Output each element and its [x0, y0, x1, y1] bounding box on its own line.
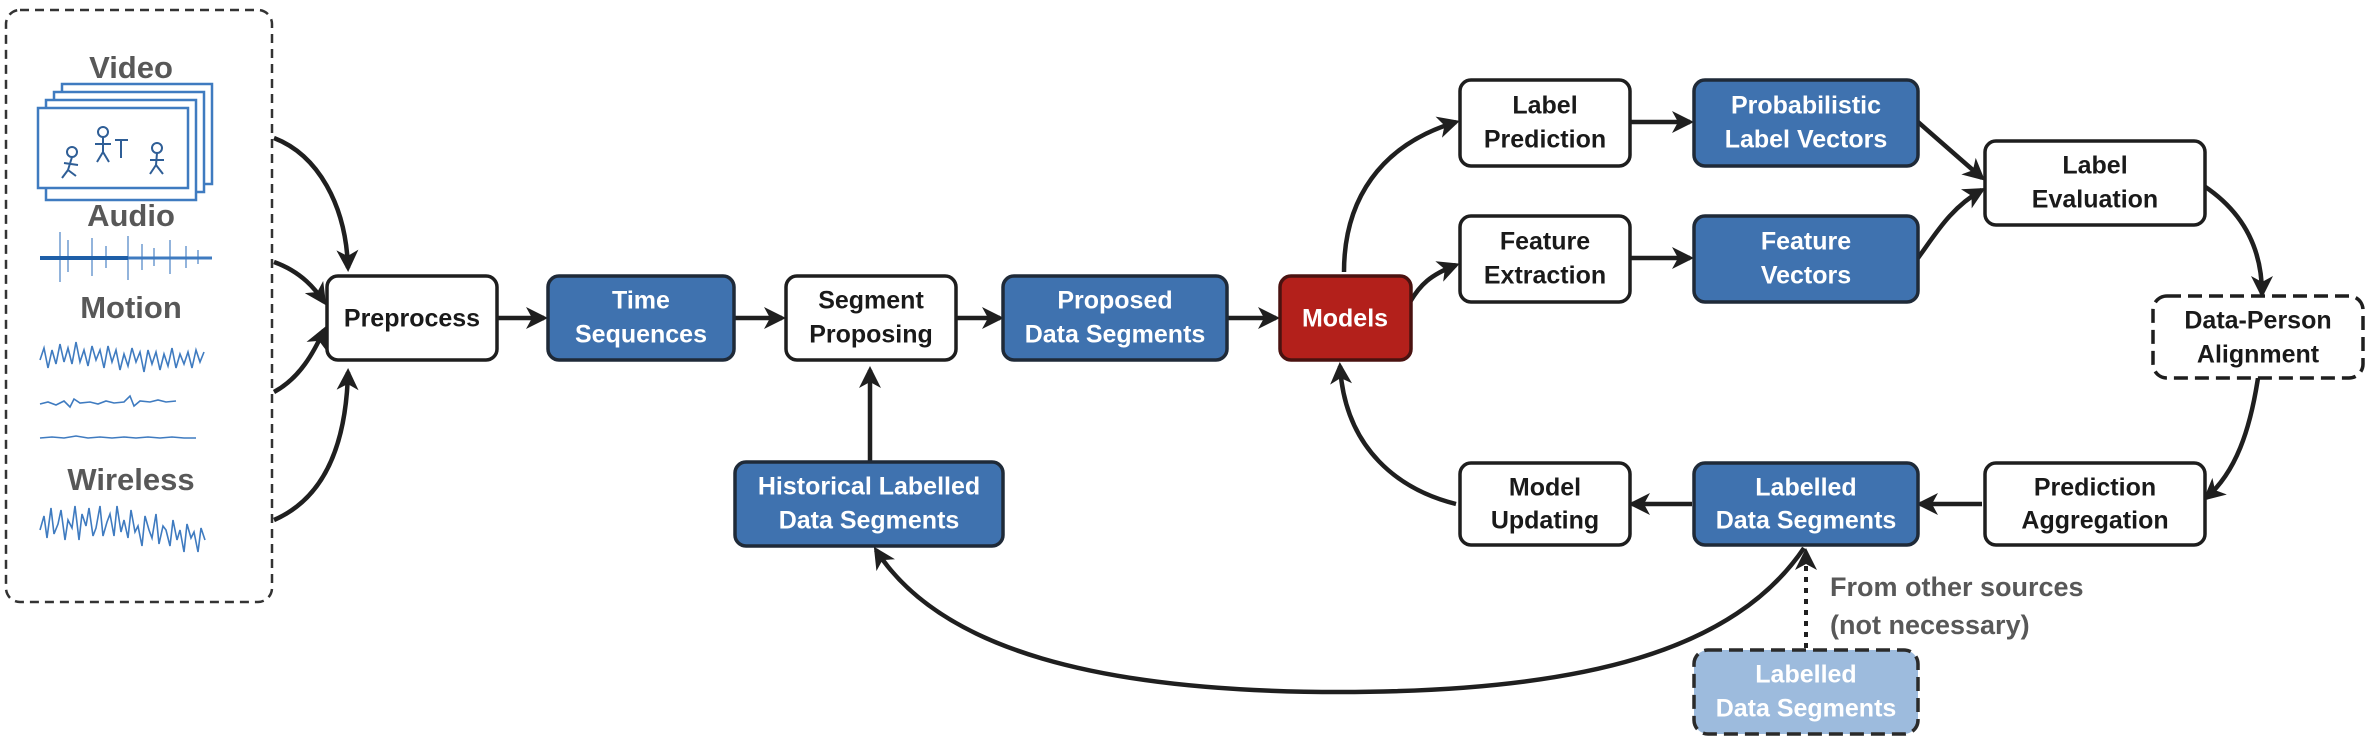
video-label: Video — [89, 50, 173, 85]
proposed-data-segments-box[interactable]: Proposed Data Segments — [1001, 274, 1229, 362]
label-prediction-label-line1: Label — [1512, 92, 1577, 120]
models-to-feature-extraction-arrow — [1408, 261, 1460, 304]
probabilistic-vectors-to-label-evaluation-arrow — [1916, 120, 1986, 181]
data-person-alignment-label-line1: Data-Person — [2184, 307, 2331, 335]
model-updating-to-models-arrow — [1330, 362, 1457, 507]
wireless-to-preprocess-arrow — [273, 368, 359, 523]
audio-to-preprocess-arrow — [273, 259, 327, 306]
preprocess-box[interactable]: Preprocess — [325, 274, 499, 362]
labelled-to-historical-arrow — [873, 546, 1806, 695]
prediction-aggregation-label-line2: Aggregation — [2021, 507, 2168, 535]
audio-waveform-icon — [40, 232, 212, 282]
data-sources-panel: Video Audio Motion Wireless — [4, 8, 274, 604]
video-to-preprocess-arrow — [273, 135, 359, 272]
model-updating-label-line1: Model — [1509, 474, 1581, 502]
feature-extraction-label-line2: Extraction — [1484, 262, 1606, 290]
external-labelled-data-segments-box[interactable]: Labelled Data Segments — [1692, 648, 1920, 736]
label-evaluation-label-line1: Label — [2062, 152, 2127, 180]
probabilistic-label-vectors-box[interactable]: Probabilistic Label Vectors — [1692, 78, 1920, 168]
prediction-aggregation-box[interactable]: Prediction Aggregation — [1983, 461, 2207, 547]
other-sources-note-line1: From other sources — [1830, 572, 2084, 602]
time-sequences-box[interactable]: Time Sequences — [546, 274, 736, 362]
feature-vectors-box[interactable]: Feature Vectors — [1692, 214, 1920, 304]
feature-extraction-label-line1: Feature — [1500, 228, 1590, 256]
label-prediction-label-line2: Prediction — [1484, 126, 1606, 154]
historical-labelled-data-segments-box[interactable]: Historical Labelled Data Segments — [733, 460, 1005, 548]
labelled-data-segments-box[interactable]: Labelled Data Segments — [1692, 461, 1920, 547]
probabilistic-label-vectors-label-line2: Label Vectors — [1725, 126, 1888, 154]
historical-labelled-label-line2: Data Segments — [779, 507, 960, 535]
video-frames-icon — [36, 82, 214, 202]
label-prediction-box[interactable]: Label Prediction — [1458, 78, 1632, 168]
models-to-label-prediction-arrow — [1341, 116, 1460, 273]
prediction-aggregation-label-line1: Prediction — [2034, 474, 2156, 502]
feature-vectors-to-label-evaluation-arrow — [1916, 188, 1986, 260]
label-evaluation-label-line2: Evaluation — [2032, 186, 2158, 214]
time-sequences-label-line1: Time — [612, 287, 670, 315]
proposed-data-segments-label-line2: Data Segments — [1025, 321, 1206, 349]
preprocess-label: Preprocess — [344, 305, 480, 333]
time-sequences-label-line2: Sequences — [575, 321, 707, 349]
label-evaluation-to-alignment-arrow — [2202, 184, 2273, 298]
alignment-to-prediction-aggregation-arrow — [2202, 377, 2261, 501]
motion-label: Motion — [80, 290, 182, 325]
audio-label: Audio — [87, 198, 175, 233]
historical-labelled-label-line1: Historical Labelled — [758, 473, 980, 501]
data-person-alignment-label-line2: Alignment — [2197, 341, 2320, 369]
motion-waveform-icon — [39, 341, 205, 439]
label-evaluation-box[interactable]: Label Evaluation — [1983, 139, 2207, 227]
external-labelled-label-line1: Labelled — [1755, 661, 1856, 689]
wireless-waveform-icon — [39, 505, 206, 553]
labelled-data-segments-label-line1: Labelled — [1755, 474, 1856, 502]
feature-vectors-label-line1: Feature — [1761, 228, 1851, 256]
wireless-label: Wireless — [67, 462, 194, 497]
connectors — [272, 111, 2273, 695]
proposed-data-segments-label-line1: Proposed — [1057, 287, 1172, 315]
feature-vectors-label-line2: Vectors — [1761, 262, 1851, 290]
model-updating-label-line2: Updating — [1491, 507, 1599, 535]
motion-to-preprocess-arrow — [272, 326, 327, 394]
segment-proposing-label-line2: Proposing — [809, 321, 933, 349]
probabilistic-label-vectors-label-line1: Probabilistic — [1731, 92, 1881, 120]
labelled-data-segments-label-line2: Data Segments — [1716, 507, 1897, 535]
feature-extraction-box[interactable]: Feature Extraction — [1458, 214, 1632, 304]
data-person-alignment-box[interactable]: Data-Person Alignment — [2151, 294, 2365, 380]
models-label: Models — [1302, 305, 1388, 333]
segment-proposing-label-line1: Segment — [818, 287, 924, 315]
model-updating-box[interactable]: Model Updating — [1458, 461, 1632, 547]
other-sources-note-line2: (not necessary) — [1830, 610, 2030, 640]
external-labelled-label-line2: Data Segments — [1716, 695, 1897, 723]
segment-proposing-box[interactable]: Segment Proposing — [784, 274, 958, 362]
models-box[interactable]: Models — [1278, 274, 1413, 362]
